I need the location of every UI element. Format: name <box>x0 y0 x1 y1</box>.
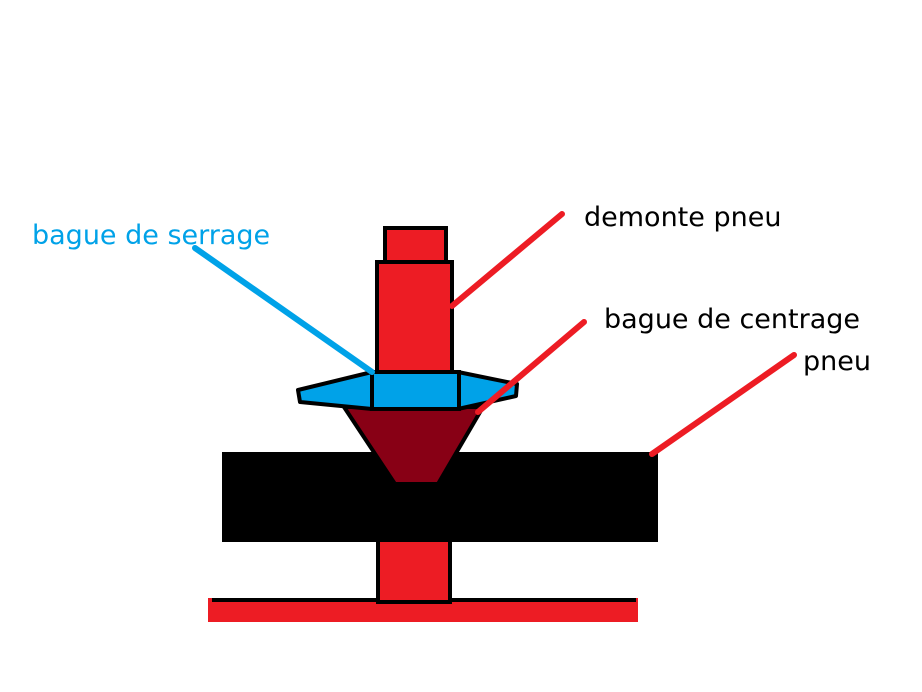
label-pneu: pneu <box>803 346 871 377</box>
leader-line-demonte-pneu <box>449 211 565 309</box>
shaft-tip <box>383 226 448 264</box>
label-demonte-pneu: demonte pneu <box>584 202 781 233</box>
shaft-upper <box>375 260 454 374</box>
leader-line-bague-de-centrage <box>475 319 587 415</box>
label-bague-de-centrage: bague de centrage <box>604 304 860 335</box>
label-bague-de-serrage: bague de serrage <box>32 220 270 251</box>
leader-line-bague-de-serrage <box>192 245 375 375</box>
shaft-lower <box>376 538 452 604</box>
leader-line-pneu <box>649 352 797 457</box>
